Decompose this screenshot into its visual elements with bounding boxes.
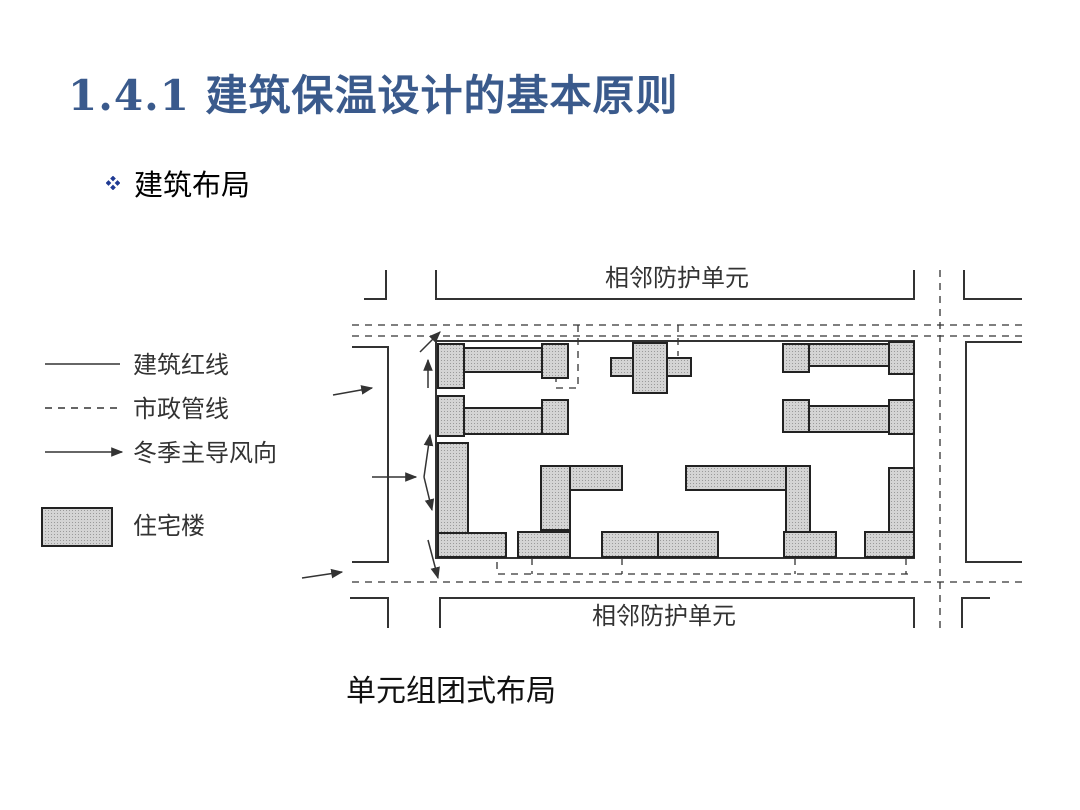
wind-arrow xyxy=(301,568,344,579)
building xyxy=(569,465,623,491)
legend-residential-swatch xyxy=(41,507,113,547)
bullet-text: 建筑布局 xyxy=(134,168,251,202)
diagram-caption: 单元组团式布局 xyxy=(346,674,556,709)
municipal-pipes xyxy=(352,270,1022,632)
building xyxy=(610,357,634,377)
winter-wind-arrows xyxy=(301,331,441,580)
legend-winter-wind-label: 冬季主导风向 xyxy=(133,439,277,467)
legend-residential-label: 住宅楼 xyxy=(133,512,205,540)
wind-arrow xyxy=(423,433,434,478)
building xyxy=(463,347,543,373)
building xyxy=(808,405,890,433)
building xyxy=(437,442,469,534)
wind-arrow xyxy=(419,331,441,353)
building xyxy=(541,399,569,435)
page-title: 1.4.1 建筑保温设计的基本原则 xyxy=(68,71,679,120)
building xyxy=(808,343,890,367)
side-blocks xyxy=(352,341,1022,563)
legend-red-line-label: 建筑红线 xyxy=(133,351,229,379)
wind-arrow xyxy=(427,539,440,580)
building xyxy=(888,399,915,435)
legend: 建筑红线 市政管线 冬季主导风向 住宅楼 xyxy=(41,351,277,547)
building xyxy=(632,342,668,394)
building xyxy=(540,465,571,531)
wind-arrow xyxy=(332,385,374,396)
wind-arrow xyxy=(423,476,435,512)
top-adjacent-unit xyxy=(364,270,1022,300)
building xyxy=(888,467,915,533)
building xyxy=(685,465,787,491)
diamond-cluster-icon xyxy=(106,176,120,190)
bottom-adjacent-unit-label: 相邻防护单元 xyxy=(592,602,736,630)
residential-buildings xyxy=(437,341,915,558)
building xyxy=(437,532,507,558)
building xyxy=(785,465,811,533)
building xyxy=(437,343,465,389)
building xyxy=(437,395,465,437)
building xyxy=(782,399,810,433)
bottom-adjacent-unit xyxy=(350,597,990,628)
building xyxy=(463,407,543,435)
building xyxy=(666,357,692,377)
building xyxy=(541,343,569,379)
building xyxy=(783,531,837,558)
legend-municipal-pipe-label: 市政管线 xyxy=(133,395,229,423)
building xyxy=(517,531,571,558)
building xyxy=(864,531,915,558)
building xyxy=(657,531,719,558)
bullet-item: 建筑布局 xyxy=(106,162,250,204)
building xyxy=(782,343,810,373)
building xyxy=(888,341,915,375)
building xyxy=(601,531,659,558)
top-adjacent-unit-label: 相邻防护单元 xyxy=(605,264,749,292)
layout-diagram: 建筑红线 市政管线 冬季主导风向 住宅楼 相邻防护单元 相邻防护单元 xyxy=(41,264,1022,632)
